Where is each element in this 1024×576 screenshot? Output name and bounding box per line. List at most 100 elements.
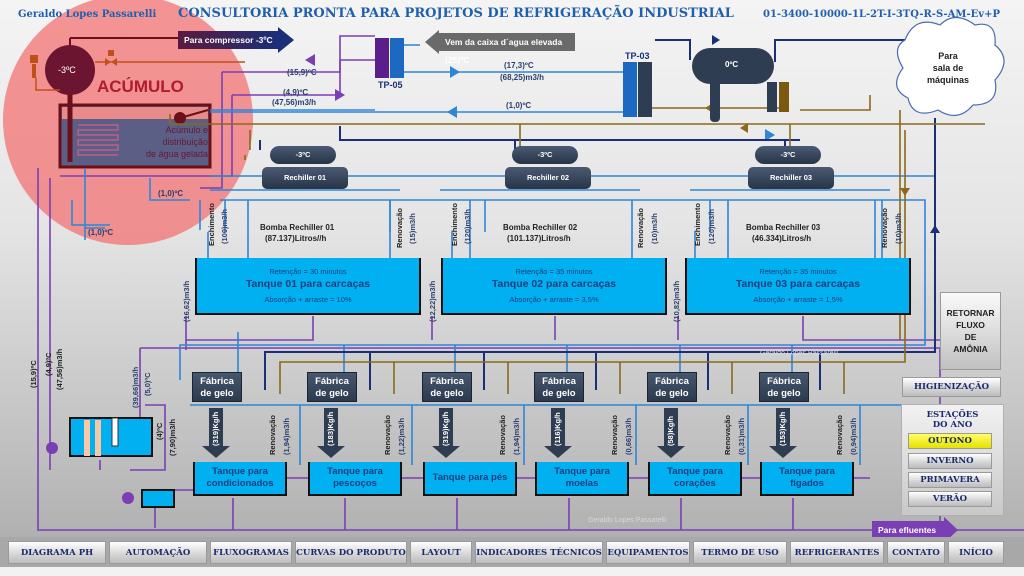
nav-button-automacao[interactable]: AUTOMAÇÃO xyxy=(109,541,207,564)
fill-label: Enchimento xyxy=(207,203,216,246)
carcass-tank-2: Retenção = 35 minutos Tanque 02 para car… xyxy=(441,258,667,315)
separator-vessel xyxy=(692,48,774,84)
arrow-head-icon xyxy=(432,446,460,458)
nav-button-indicadores-tecnicos[interactable]: INDICADORES TÉCNICOS xyxy=(475,541,603,564)
ice-production: (183)Kg/h xyxy=(326,411,335,446)
renew-label: Renovação xyxy=(880,207,889,248)
fill-flow: (100)m3/h xyxy=(220,208,229,244)
tp05-exchanger xyxy=(375,38,389,78)
arrow-head-icon xyxy=(769,446,797,458)
renew-label: Renovação xyxy=(383,414,392,455)
fill-label: Enchimento xyxy=(450,203,459,246)
arrow-head-icon xyxy=(278,27,294,53)
temp-label: (5,0)ºC xyxy=(143,372,152,396)
overflow-flow: (16,62)m3/h xyxy=(182,280,191,322)
renew-label: Renovação xyxy=(610,414,619,455)
ice-production: (58)Kg/h xyxy=(666,416,675,446)
rechiller-body: Rechiller 01 xyxy=(262,167,348,189)
nav-button-termo-de-uso[interactable]: TERMO DE USO xyxy=(693,541,787,564)
rechiller-body: Rechiller 02 xyxy=(505,167,591,189)
renew-label: Renovação xyxy=(723,414,732,455)
season-summer-button[interactable]: VERÃO xyxy=(908,491,992,507)
flow-label: (47,56)m3/h xyxy=(55,348,64,390)
tp03-label: TP-03 xyxy=(625,51,650,61)
renew-flow: (10)m3/h xyxy=(894,213,903,244)
rechiller-body: Rechiller 03 xyxy=(748,167,834,189)
return-ammonia-button[interactable]: RETORNAR FLUXO DE AMÔNIA xyxy=(940,292,1001,370)
pump-label: Bomba Rechiller 02 xyxy=(503,223,578,232)
overflow-flow: (10,82)m3/h xyxy=(672,280,681,322)
ice-flow-arrow xyxy=(664,408,678,446)
arrow-head-icon xyxy=(944,517,958,543)
page-title: CONSULTORIA PRONTA PARA PROJETOS DE REFR… xyxy=(178,6,734,21)
renew-flow: (0,66)m3/h xyxy=(624,417,633,455)
nav-button-inicio[interactable]: INÍCIO xyxy=(948,541,1004,564)
project-code: 01-3400-10000-1L-2T-I-3TQ-R-S-AM-Ev+P xyxy=(763,9,1000,20)
temp-label: (4,9)ºC xyxy=(283,88,309,97)
arrow-head-icon xyxy=(425,30,439,54)
temp-label: (17,3)ºC xyxy=(504,61,534,70)
rechiller-drum: -3ºC xyxy=(512,146,578,164)
pump-flow: (101.137)Litros/h xyxy=(507,234,571,243)
nav-button-refrigerantes[interactable]: REFRIGERANTES xyxy=(790,541,884,564)
temp-label: (1,0)ºC xyxy=(158,189,184,198)
pump-label: Bomba Rechiller 01 xyxy=(260,223,335,232)
arrow-head-icon xyxy=(202,446,230,458)
nav-button-fluxogramas[interactable]: FLUXOGRAMAS xyxy=(210,541,292,564)
ice-flow-arrow xyxy=(439,408,453,446)
overflow-flow: (12,22)m3/h xyxy=(428,280,437,322)
tp05-label: TP-05 xyxy=(378,80,403,90)
renew-flow: (1,22)m3/h xyxy=(397,417,406,455)
arrow-head-icon xyxy=(544,446,572,458)
accumulation-tank-label: Acúmulo e distribuição de água gelada xyxy=(145,125,208,159)
nav-button-diagrama-ph[interactable]: DIAGRAMA PH xyxy=(8,541,106,564)
ice-flow-arrow xyxy=(209,408,223,446)
flow-label: (39,66)m3/h xyxy=(131,366,140,408)
renew-label: Renovação xyxy=(268,414,277,455)
tp03-exchanger xyxy=(623,62,637,117)
renew-label: Renovação xyxy=(636,207,645,248)
renew-flow: (15)m3/h xyxy=(408,213,417,244)
product-tank: Tanque para pés xyxy=(423,462,517,496)
flow-label: (68,25)m3/h xyxy=(500,73,545,82)
temp-label: (4)ºC xyxy=(155,422,164,440)
accumulation-drum xyxy=(45,45,95,95)
renew-label: Renovação xyxy=(835,414,844,455)
renew-label: Renovação xyxy=(498,414,507,455)
renew-flow: (1,94)m3/h xyxy=(512,417,521,455)
flow-label: (47,56)m3/h xyxy=(272,98,317,107)
ice-production: (319)Kg/h xyxy=(211,411,220,446)
ice-flow-arrow xyxy=(551,408,565,446)
nav-button-contato[interactable]: CONTATO xyxy=(887,541,945,564)
renew-flow: (10)m3/h xyxy=(650,213,659,244)
ice-production: (319)Kg/h xyxy=(441,411,450,446)
season-autumn-button[interactable]: OUTONO xyxy=(908,433,992,449)
flow-label: (7,90)m3/h xyxy=(168,418,177,456)
arrow-head-icon xyxy=(657,446,685,458)
carcass-tank-3: Retenção = 35 minutos Tanque 03 para car… xyxy=(685,258,911,315)
temp-label: (1,0)ºC xyxy=(88,228,114,237)
nav-button-layout[interactable]: LAYOUT xyxy=(410,541,472,564)
season-spring-button[interactable]: PRIMAVERA xyxy=(908,472,992,488)
accumulation-drum-temp: -3ºC xyxy=(58,65,76,75)
hygiene-button[interactable]: HIGIENIZAÇÃO xyxy=(902,377,1001,397)
watermark: Geraldo Lopes Passarelli xyxy=(760,350,839,357)
renew-label: Renovação xyxy=(395,207,404,248)
accumulation-title: ACÚMULO xyxy=(97,77,184,96)
ice-flow-arrow xyxy=(776,408,790,446)
nav-button-equipamentos[interactable]: EQUIPAMENTOS xyxy=(606,541,690,564)
nav-button-curvas-do-produto[interactable]: CURVAS DO PRODUTO xyxy=(295,541,407,564)
season-winter-button[interactable]: INVERNO xyxy=(908,453,992,469)
renew-flow: (0,31)m3/h xyxy=(737,417,746,455)
renew-flow: (1,94)m3/h xyxy=(282,417,291,455)
